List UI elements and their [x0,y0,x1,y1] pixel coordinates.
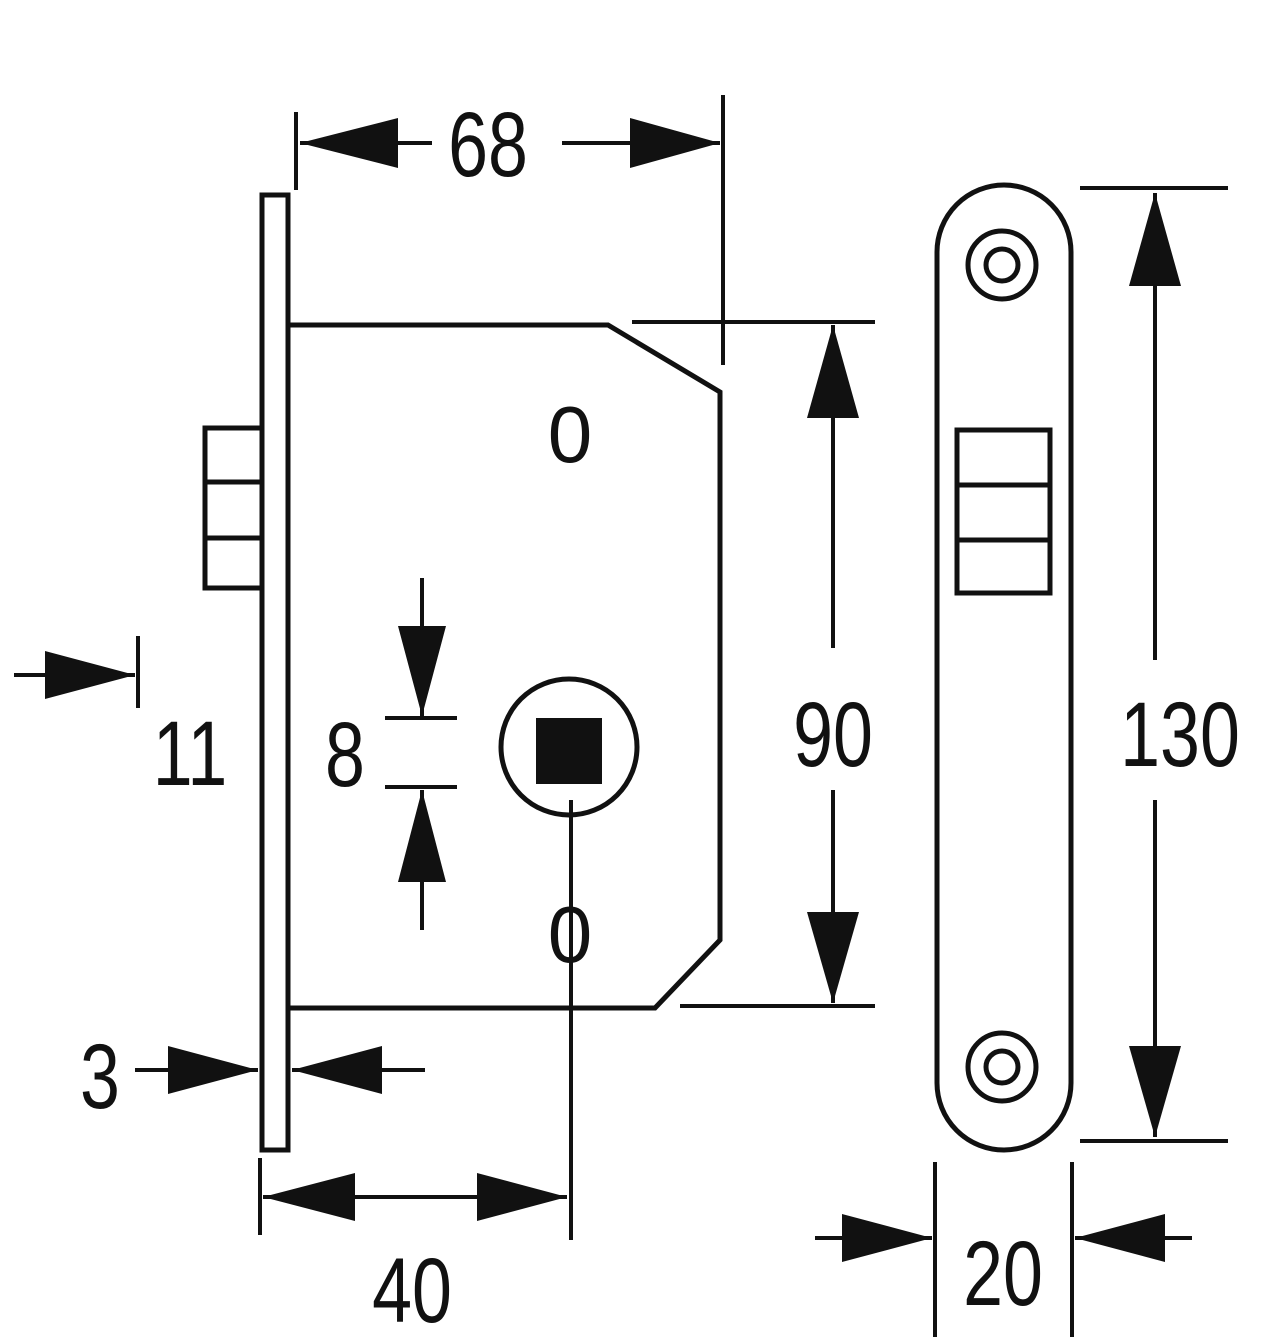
arrowhead-right [842,1214,932,1262]
dimension-3-label: 3 [80,1025,120,1128]
arrowhead-up [807,325,859,418]
arrowhead-right [45,651,135,699]
top-marker: 0 [548,390,593,479]
dimension-11-label: 11 [153,702,228,805]
arrowhead-left [300,118,398,168]
arrowhead-down [398,626,446,716]
arrowhead-down [1129,1046,1181,1137]
dimension-130: 130 [1080,186,1240,1143]
dimension-40: 40 [258,1158,567,1337]
dimension-11: 11 [14,636,227,805]
dimension-90: 90 [680,325,875,1008]
arrowhead-left [1075,1214,1165,1262]
arrowhead-left [292,1046,382,1094]
spindle-square [536,718,602,784]
strike-plate-outline [934,182,1074,1153]
latch-opening [954,427,1053,596]
lock-body: 0 0 [202,192,723,1240]
screw-hole-bottom [965,1030,1039,1104]
bottom-marker: 0 [548,890,593,979]
dimension-20-label: 20 [963,1222,1043,1325]
arrowhead-up [398,790,446,882]
lock-case [287,322,723,1011]
latch-bolt [202,425,265,591]
screw-hole-top [965,228,1039,302]
dimension-8: 8 [325,578,457,930]
dimension-40-label: 40 [372,1239,452,1337]
arrowhead-left [263,1173,355,1221]
dimension-68: 68 [294,93,875,365]
dimension-68-label: 68 [448,93,528,196]
arrowhead-up [1129,193,1181,286]
dimension-130-label: 130 [1120,683,1240,786]
arrowhead-down [807,912,859,1003]
arrowhead-right [477,1173,567,1221]
strike-plate [934,182,1074,1153]
dimension-8-label: 8 [325,703,365,806]
dimension-90-label: 90 [793,683,873,786]
arrowhead-right [168,1046,258,1094]
arrowhead-right [630,118,720,168]
faceplate [259,192,291,1153]
dimension-20: 20 [815,1162,1192,1337]
dimension-3: 3 [80,1025,425,1128]
